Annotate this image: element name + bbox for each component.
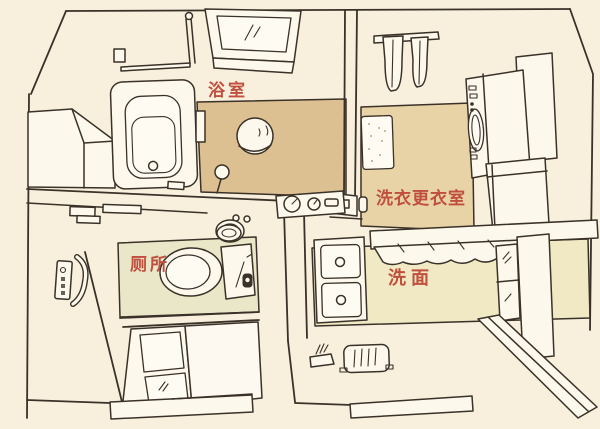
vanity-cabinet xyxy=(313,236,368,324)
bath-stool xyxy=(236,117,274,155)
room-label-laundry: 洗衣更衣室 xyxy=(376,189,466,209)
washing-machine xyxy=(465,69,531,179)
flush-button xyxy=(242,273,253,288)
corner-cabinet xyxy=(27,108,116,189)
room-label-toilet: 厕所 xyxy=(130,255,170,275)
bathtub xyxy=(109,79,199,190)
sliding-door xyxy=(121,325,193,411)
toilet-remote xyxy=(54,259,73,301)
towel-bar xyxy=(113,48,191,72)
room-label-bathroom: 浴室 xyxy=(208,81,248,101)
tub-faucet xyxy=(166,180,185,191)
bath-mat xyxy=(360,114,395,171)
grab-bar xyxy=(70,254,89,307)
window xyxy=(204,8,302,74)
slippers xyxy=(309,343,335,368)
room-label-washstand: 洗面 xyxy=(388,268,434,289)
shower-bar xyxy=(184,11,196,65)
door-platform xyxy=(184,321,263,407)
ladle xyxy=(214,164,230,194)
bath-scale xyxy=(339,343,394,374)
counter-board xyxy=(369,219,599,250)
threshold xyxy=(109,393,254,420)
curtain xyxy=(373,239,523,266)
washroom-step xyxy=(349,395,474,419)
control-panel xyxy=(275,190,346,219)
laundry-basket xyxy=(485,157,550,232)
storage-shelves xyxy=(495,233,555,360)
entry-step xyxy=(477,314,598,419)
wall-niche xyxy=(195,110,206,143)
toilet xyxy=(159,224,256,300)
hanging-towels xyxy=(373,31,440,92)
